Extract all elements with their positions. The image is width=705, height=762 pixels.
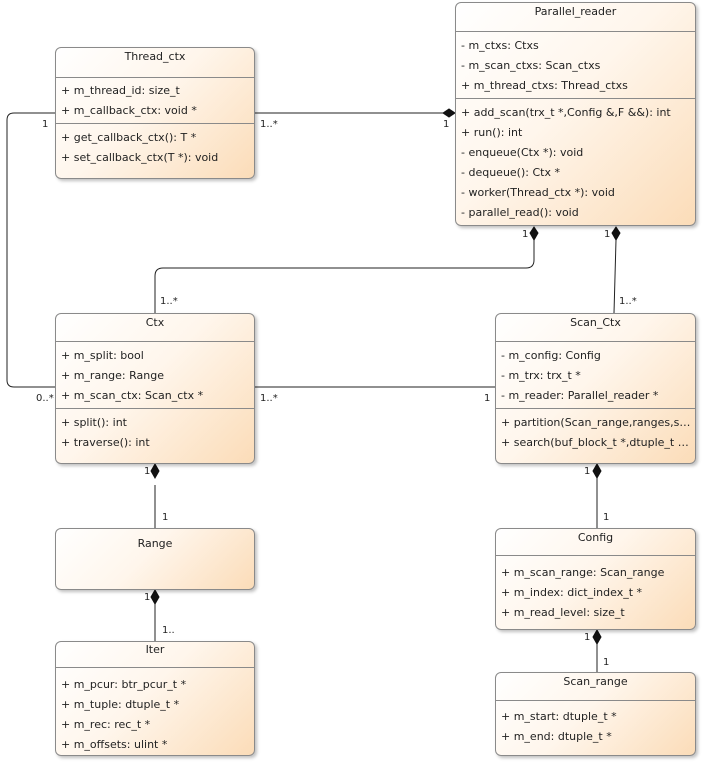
attribute: - m_config: Config (501, 349, 601, 362)
attribute: + m_index: dict_index_t * (501, 586, 643, 599)
assoc-reader-ctx (154, 240, 535, 313)
multiplicity-label: 1 (443, 119, 450, 130)
class-title: Thread_ctx (56, 48, 254, 78)
operation: + add_scan(trx_t *,Config &,F &&): int (461, 106, 671, 119)
operation: - worker(Thread_ctx *): void (461, 186, 615, 199)
composition-diamond-reader-thread (442, 108, 456, 118)
multiplicity-label: 1 (42, 119, 49, 130)
multiplicity-label: 1 (604, 229, 611, 240)
composition-diamond-range-iter (150, 588, 160, 606)
operation: + set_callback_ctx(T *): void (61, 151, 219, 164)
attribute: + m_offsets: ulint * (61, 738, 168, 751)
class-scan-ctx[interactable]: Scan_Ctx - m_config: Config - m_trx: trx… (495, 313, 696, 464)
attribute: - m_scan_ctxs: Scan_ctxs (461, 59, 601, 72)
attribute: + m_scan_ctx: Scan_ctx * (61, 389, 204, 402)
attribute: + m_range: Range (61, 369, 164, 382)
attribute: + m_tuple: dtuple_t * (61, 698, 180, 711)
class-scan-range[interactable]: Scan_range + m_start: dtuple_t * + m_end… (495, 672, 696, 756)
assoc-threadctx-ctx (6, 112, 55, 388)
class-title: Scan_range (496, 673, 695, 701)
attribute: + m_read_level: size_t (501, 606, 625, 619)
multiplicity-label: 1 (584, 466, 591, 477)
operation: + get_callback_ctx(): T * (61, 131, 197, 144)
class-title: Config (496, 529, 695, 556)
class-ctx[interactable]: Ctx + m_split: bool + m_range: Range + m… (55, 313, 255, 464)
class-parallel-reader[interactable]: Parallel_reader - m_ctxs: Ctxs - m_scan_… (455, 2, 696, 226)
attribute: + m_split: bool (61, 349, 144, 362)
operation: + partition(Scan_range,ranges,si... (501, 416, 693, 429)
attribute: - m_trx: trx_t * (501, 369, 581, 382)
multiplicity-label: 1 (603, 657, 610, 668)
class-range[interactable]: Range (55, 528, 255, 590)
multiplicity-label: 1..* (619, 296, 637, 307)
class-config[interactable]: Config + m_scan_range: Scan_range + m_in… (495, 528, 696, 630)
attribute: + m_rec: rec_t * (61, 718, 151, 731)
attribute: - m_ctxs: Ctxs (461, 39, 539, 52)
multiplicity-label: 1 (484, 393, 491, 404)
attributes-section: + m_pcur: btr_pcur_t * + m_tuple: dtuple… (56, 668, 254, 755)
attribute: + m_thread_id: size_t (61, 84, 180, 97)
attributes-section: + m_thread_id: size_t + m_callback_ctx: … (56, 78, 254, 124)
attributes-section: - m_config: Config - m_trx: trx_t * - m_… (496, 342, 695, 409)
operation: - enqueue(Ctx *): void (461, 146, 584, 159)
multiplicity-label: 1 (603, 512, 610, 523)
composition-diamond-reader-scan (611, 226, 621, 242)
composition-diamond-scan-config (592, 462, 602, 480)
multiplicity-label: 1..* (160, 296, 178, 307)
class-thread-ctx[interactable]: Thread_ctx + m_thread_id: size_t + m_cal… (55, 47, 255, 179)
multiplicity-label: 1..* (260, 393, 278, 404)
multiplicity-label: 1 (144, 592, 151, 603)
class-title: Iter (56, 642, 254, 668)
attributes-section: + m_start: dtuple_t * + m_end: dtuple_t … (496, 701, 695, 749)
class-title: Scan_Ctx (496, 314, 695, 342)
operation: + split(): int (61, 416, 127, 429)
assoc-reader-scanctx (613, 239, 617, 314)
multiplicity-label: 1 (584, 632, 591, 643)
attribute: + m_pcur: btr_pcur_t * (61, 678, 187, 691)
attribute: + m_thread_ctxs: Thread_ctxs (461, 79, 628, 92)
multiplicity-label: 1 (522, 229, 529, 240)
operations-section: + partition(Scan_range,ranges,si... + se… (496, 409, 695, 455)
class-title: Parallel_reader (456, 3, 695, 32)
operation: + traverse(): int (61, 436, 150, 449)
attributes-section: - m_ctxs: Ctxs - m_scan_ctxs: Scan_ctxs … (456, 32, 695, 99)
operation: - parallel_read(): void (461, 206, 579, 219)
composition-diamond-config-scanrange (592, 628, 602, 646)
multiplicity-label: 1..* (260, 119, 278, 130)
class-iter[interactable]: Iter + m_pcur: btr_pcur_t * + m_tuple: d… (55, 641, 255, 756)
composition-diamond-ctx-range (150, 462, 160, 480)
attribute: + m_scan_range: Scan_range (501, 566, 665, 579)
operations-section: + add_scan(trx_t *,Config &,F &&): int +… (456, 99, 695, 225)
multiplicity-label: 1 (144, 466, 151, 477)
class-title: Ctx (56, 314, 254, 342)
class-title: Range (137, 537, 173, 550)
operation: + search(buf_block_t *,dtuple_t *)... (501, 436, 695, 449)
attributes-section: + m_scan_range: Scan_range + m_index: di… (496, 556, 695, 625)
composition-diamond-reader-ctx (529, 226, 539, 242)
attributes-section: + m_split: bool + m_range: Range + m_sca… (56, 342, 254, 409)
multiplicity-label: 0..* (36, 393, 54, 404)
operation: + run(): int (461, 126, 523, 139)
attribute: + m_callback_ctx: void * (61, 104, 197, 117)
multiplicity-label: 1 (162, 512, 169, 523)
attribute: - m_reader: Parallel_reader * (501, 389, 659, 402)
attribute: + m_start: dtuple_t * (501, 710, 617, 723)
operation: - dequeue(): Ctx * (461, 166, 560, 179)
operations-section: + get_callback_ctx(): T * + set_callback… (56, 124, 254, 170)
multiplicity-label: 1.. (162, 625, 175, 636)
operations-section: + split(): int + traverse(): int (56, 409, 254, 455)
attribute: + m_end: dtuple_t * (501, 730, 612, 743)
